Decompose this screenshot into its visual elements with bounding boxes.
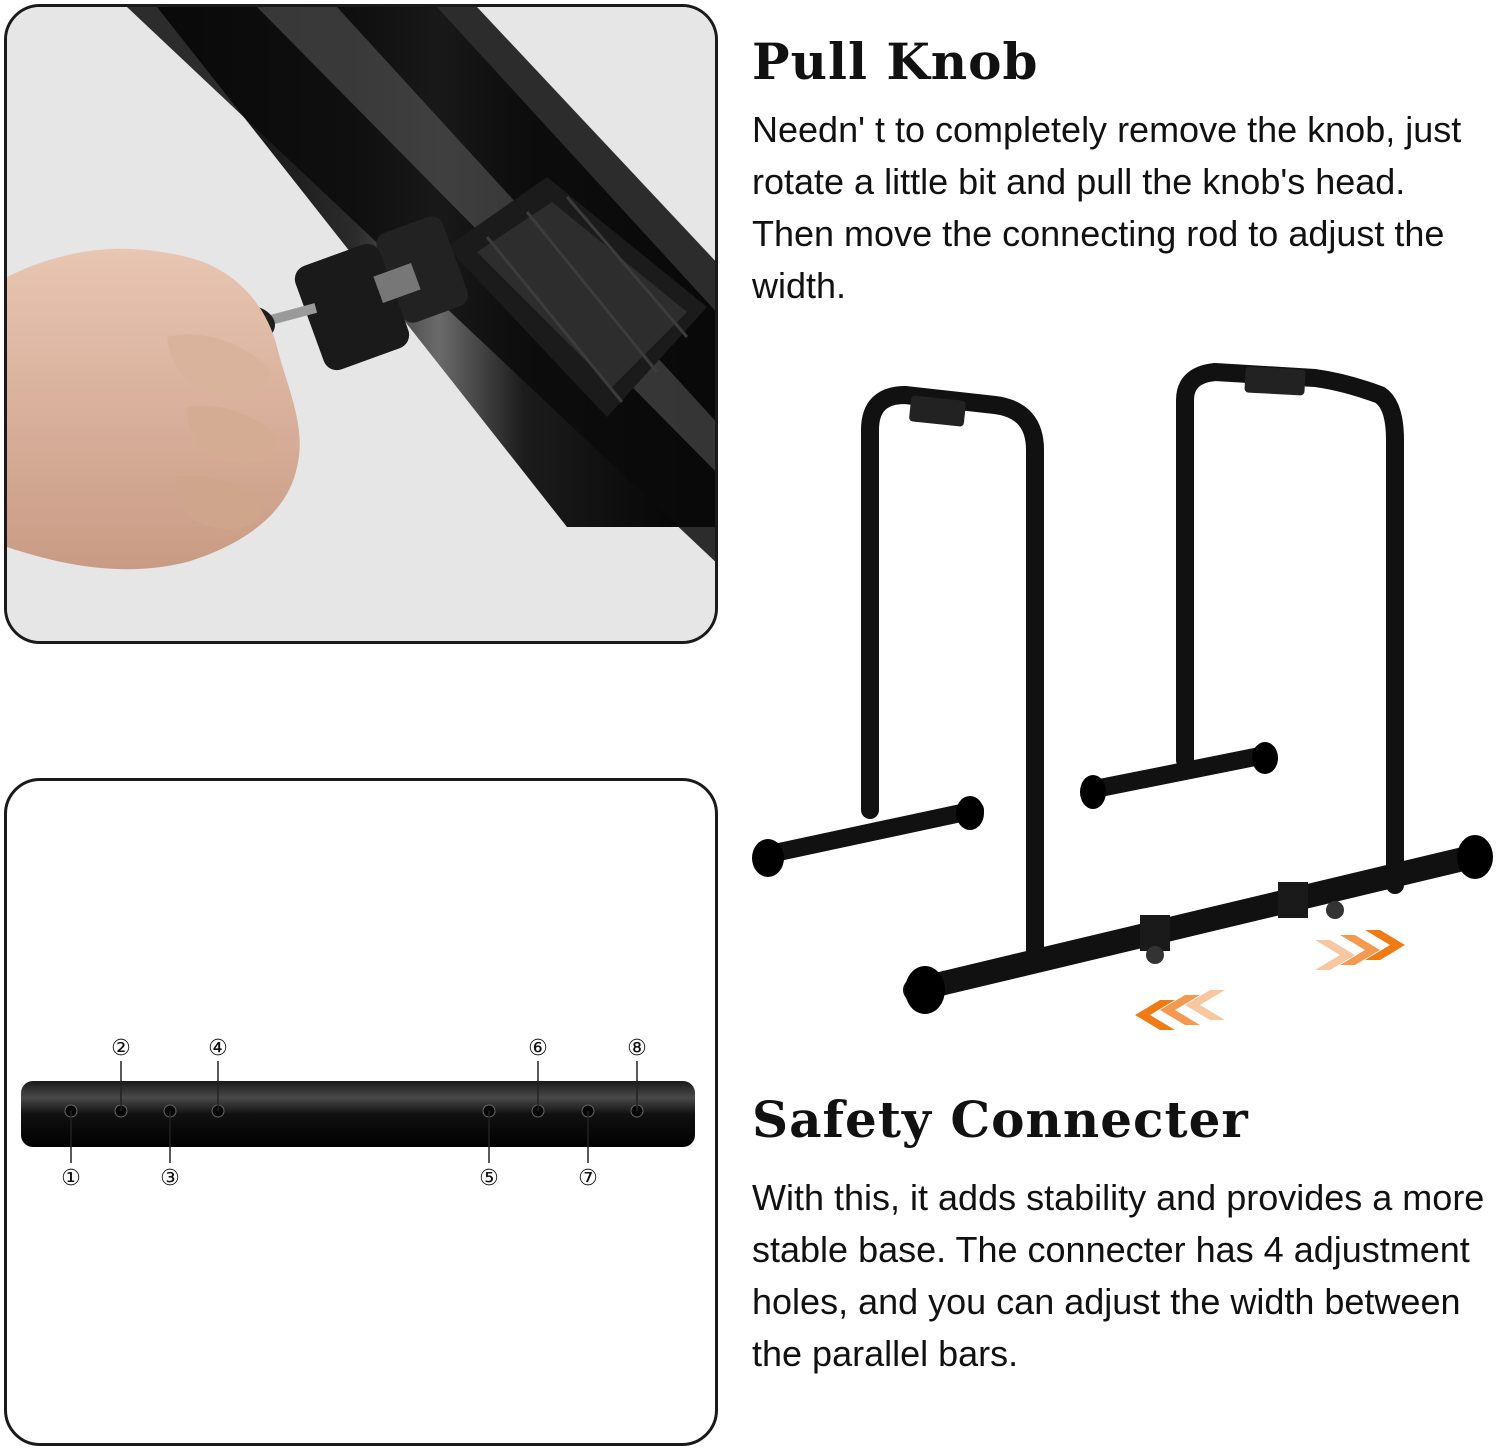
connector-collar <box>1140 915 1170 951</box>
hand <box>7 248 300 570</box>
connector-tube-diagram: ① ② ③ ④ ⑤ ⑥ ⑦ ⑧ <box>21 1036 695 1191</box>
connector-knob <box>1326 901 1344 919</box>
cap <box>752 839 784 877</box>
knob-photo-panel <box>4 4 718 644</box>
hole-markers: ① ② ③ ④ ⑤ ⑥ ⑦ ⑧ <box>61 1036 647 1191</box>
hole-marker-3: ③ <box>160 1166 180 1191</box>
left-grip <box>909 395 966 427</box>
cap <box>905 966 945 1014</box>
connector-knob <box>1146 946 1164 964</box>
cap <box>956 796 984 830</box>
hole-marker-8: ⑧ <box>627 1036 647 1061</box>
pull-knob-description: Needn' t to completely remove the knob, … <box>752 109 1462 306</box>
collar <box>447 177 707 417</box>
left-bar <box>756 386 1044 959</box>
cap <box>1252 742 1278 774</box>
arrows-right <box>1315 930 1405 970</box>
hole-marker-1: ① <box>61 1166 81 1191</box>
knob-photo <box>7 7 715 641</box>
right-bar <box>1081 363 1404 894</box>
safety-connecter-title: Safety Connecter <box>752 1090 1249 1149</box>
hole-marker-4: ④ <box>208 1036 228 1061</box>
arrows-left <box>1135 990 1225 1030</box>
parallel-bars-illustration <box>752 363 1493 1030</box>
safety-connecter-description: With this, it adds stability and provide… <box>752 1177 1485 1374</box>
base-rail <box>903 843 1492 1002</box>
hole-marker-2: ② <box>111 1036 131 1061</box>
cap <box>1080 775 1106 809</box>
pull-knob-title: Pull Knob <box>752 32 1039 91</box>
connector-tube <box>21 1081 695 1147</box>
connector-collar <box>1278 882 1308 918</box>
hole-marker-7: ⑦ <box>578 1166 598 1191</box>
hole-marker-6: ⑥ <box>528 1036 548 1061</box>
hole-marker-5: ⑤ <box>479 1166 499 1191</box>
right-grip <box>1244 366 1306 396</box>
connector-tube-panel: ① ② ③ ④ ⑤ ⑥ ⑦ ⑧ <box>4 778 718 1446</box>
cap <box>1457 835 1493 879</box>
